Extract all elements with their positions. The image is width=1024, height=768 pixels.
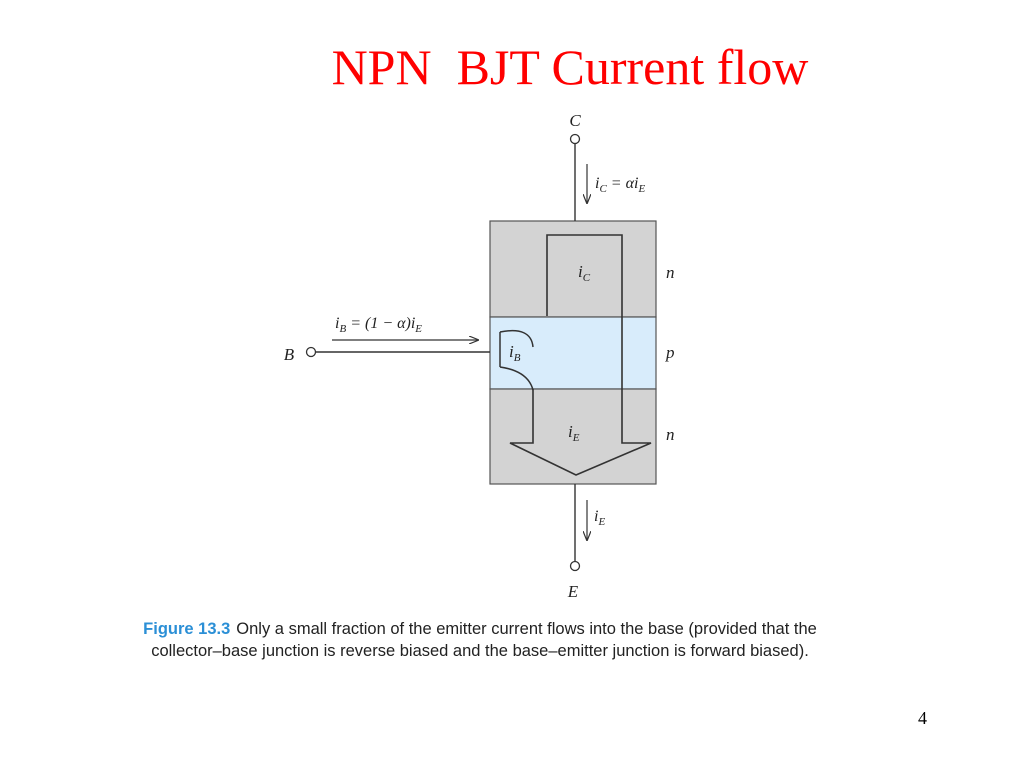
- caption-text: Only a small fraction of the emitter cur…: [151, 620, 817, 660]
- emitter-terminal: [569, 560, 581, 572]
- page-number: 4: [918, 708, 927, 728]
- base-p-region: [489, 316, 657, 390]
- top-region-label: n: [666, 263, 675, 282]
- ib-equation-label: iB = (1 − α)iE: [335, 315, 422, 335]
- current-flow-arrow: [509, 234, 652, 476]
- base-current-path: [499, 329, 534, 348]
- base-label: B: [284, 345, 295, 364]
- base-terminal: [305, 346, 317, 358]
- ic-equation-label: iC = αiE: [595, 175, 645, 195]
- ic-label: iC: [578, 262, 591, 284]
- collector-n-region: [489, 220, 657, 318]
- ie-label: iE: [568, 422, 580, 444]
- figure-label: Figure 13.3: [143, 620, 231, 638]
- middle-region-label: p: [665, 343, 675, 362]
- collector-terminal: [569, 133, 581, 145]
- ie-out-label: iE: [594, 508, 605, 528]
- emitter-n-region: [489, 388, 657, 485]
- slide-title: NPN BJT Current flow: [331, 39, 809, 95]
- collector-label: C: [569, 111, 581, 130]
- emitter-label: E: [567, 582, 579, 601]
- bottom-region-label: n: [666, 425, 675, 444]
- base-current-inner-path: [499, 366, 534, 391]
- ib-label: iB: [509, 342, 521, 364]
